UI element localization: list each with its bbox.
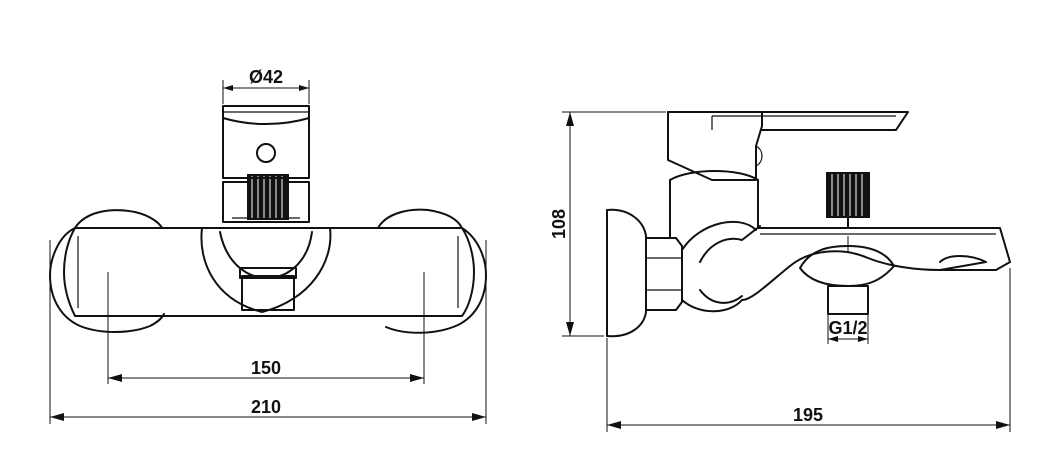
dim-height-label: 108 [549, 209, 569, 239]
diverter-ring [219, 231, 313, 279]
lower-outlet-dome [799, 245, 895, 287]
knurl-texture [251, 176, 283, 218]
dim-depth: 195 [606, 268, 1011, 432]
handle-top-curve [222, 117, 310, 125]
connector-curve [681, 220, 757, 313]
dim-front-width-label: 210 [251, 397, 281, 417]
dim-diameter: Ø42 [222, 67, 310, 104]
front-view: Ø42 150 210 [49, 67, 487, 424]
dim-front-width: 210 [49, 240, 487, 424]
body-bar [63, 227, 475, 317]
temperature-indicator [256, 143, 276, 163]
dim-height: 108 [549, 111, 666, 337]
lower-outlet-thread [827, 285, 869, 315]
dim-diameter-label: Ø42 [249, 67, 283, 87]
wall-plate [606, 208, 647, 338]
dim-connection: G1/2 [827, 314, 869, 344]
lever-blade [667, 111, 909, 131]
central-dome [200, 227, 332, 313]
body-column [669, 179, 759, 239]
dim-depth-label: 195 [793, 405, 823, 425]
outlet-nut [239, 267, 297, 279]
dim-mount-spacing-label: 150 [251, 358, 281, 378]
diverter-knob [826, 172, 870, 218]
lever-joint [755, 145, 763, 167]
left-wall-rosette [49, 209, 165, 333]
spout-outlet [939, 255, 987, 271]
body-upper [669, 170, 759, 181]
diverter-knurl-texture [831, 174, 863, 216]
lever-base [667, 111, 763, 181]
handle-cap [222, 105, 310, 179]
connector-inner [699, 225, 761, 304]
knurled-collar [247, 174, 289, 220]
dim-connection-label: G1/2 [828, 318, 867, 338]
lower-outlet [241, 275, 295, 311]
side-view: G1/2 108 195 [549, 111, 1011, 432]
spout [741, 227, 1011, 301]
dim-mount-spacing: 150 [107, 272, 425, 384]
hex-nut [645, 237, 683, 311]
right-wall-rosette [377, 208, 487, 334]
